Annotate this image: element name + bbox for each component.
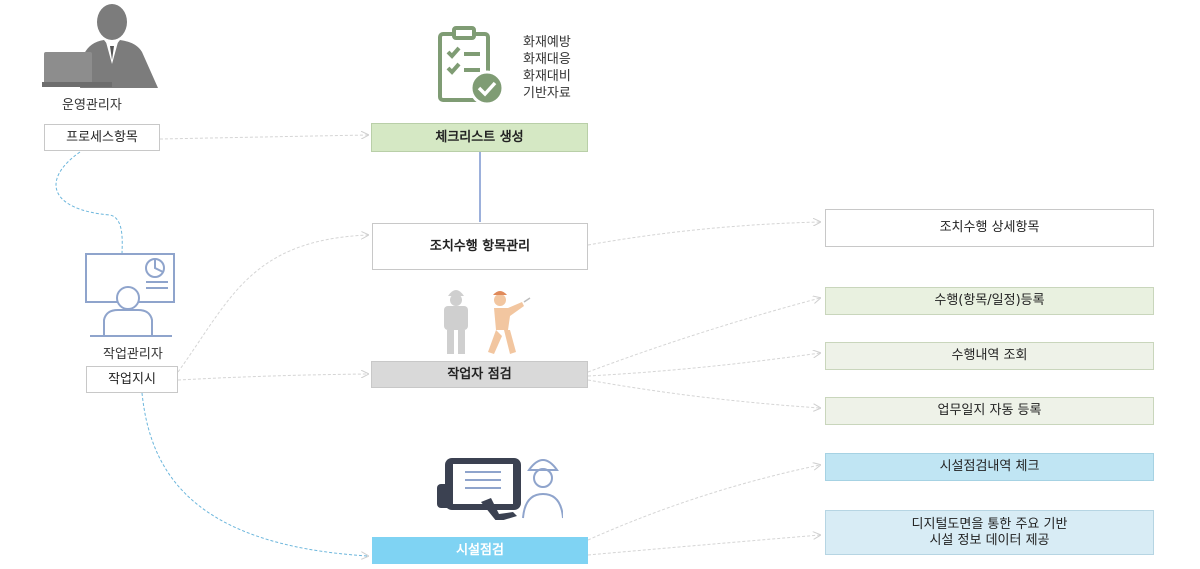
line-operator-to-monitor bbox=[55, 151, 123, 256]
worker-inspection-box[interactable]: 작업자 점검 bbox=[371, 361, 588, 388]
operator-icon bbox=[42, 4, 158, 88]
register-box[interactable]: 수행(항목/일정)등록 bbox=[825, 287, 1154, 315]
line-workorder-to-facility bbox=[141, 392, 368, 556]
history-box[interactable]: 수행내역 조회 bbox=[825, 342, 1154, 370]
checklist-type: 화재예방 bbox=[523, 35, 571, 50]
line-facility-to-check bbox=[587, 465, 820, 541]
action-item-mgmt-box[interactable]: 조치수행 항목관리 bbox=[372, 223, 588, 270]
tablet-inspection-icon bbox=[437, 458, 563, 520]
operator-label: 운영관리자 bbox=[62, 98, 122, 113]
checklist-icon bbox=[438, 26, 505, 106]
checklist-type: 화재대응 bbox=[523, 52, 571, 67]
checklist-type: 화재대비 bbox=[523, 69, 571, 84]
checklist-type: 기반자료 bbox=[523, 86, 571, 101]
work-order-box[interactable]: 작업지시 bbox=[86, 366, 178, 393]
work-manager-label: 작업관리자 bbox=[103, 347, 163, 362]
line-work-to-inspection bbox=[177, 374, 368, 381]
facility-check-box[interactable]: 시설점검내역 체크 bbox=[825, 453, 1154, 481]
digital-drawing-box[interactable]: 디지털도면을 통한 주요 기반 시설 정보 데이터 제공 bbox=[825, 510, 1154, 555]
action-detail-box[interactable]: 조치수행 상세항목 bbox=[825, 209, 1154, 247]
process-items-box[interactable]: 프로세스항목 bbox=[44, 124, 160, 151]
line-facility-to-drawing bbox=[587, 535, 820, 556]
checklist-types: 화재예방 화재대응 화재대비 기반자료 bbox=[523, 34, 571, 102]
line-process-to-checklist bbox=[159, 135, 368, 140]
line-inspect-to-log bbox=[587, 379, 820, 408]
line-inspect-to-history bbox=[587, 353, 820, 377]
line-inspect-to-register bbox=[587, 298, 820, 373]
facility-inspection-box[interactable]: 시설점검 bbox=[372, 537, 588, 564]
line-work-to-action bbox=[177, 235, 368, 373]
line-action-to-detail bbox=[587, 222, 820, 246]
monitor-person-icon bbox=[85, 253, 175, 337]
create-checklist-box[interactable]: 체크리스트 생성 bbox=[371, 123, 588, 152]
daily-log-box[interactable]: 업무일지 자동 등록 bbox=[825, 397, 1154, 425]
workers-icon bbox=[444, 290, 531, 354]
